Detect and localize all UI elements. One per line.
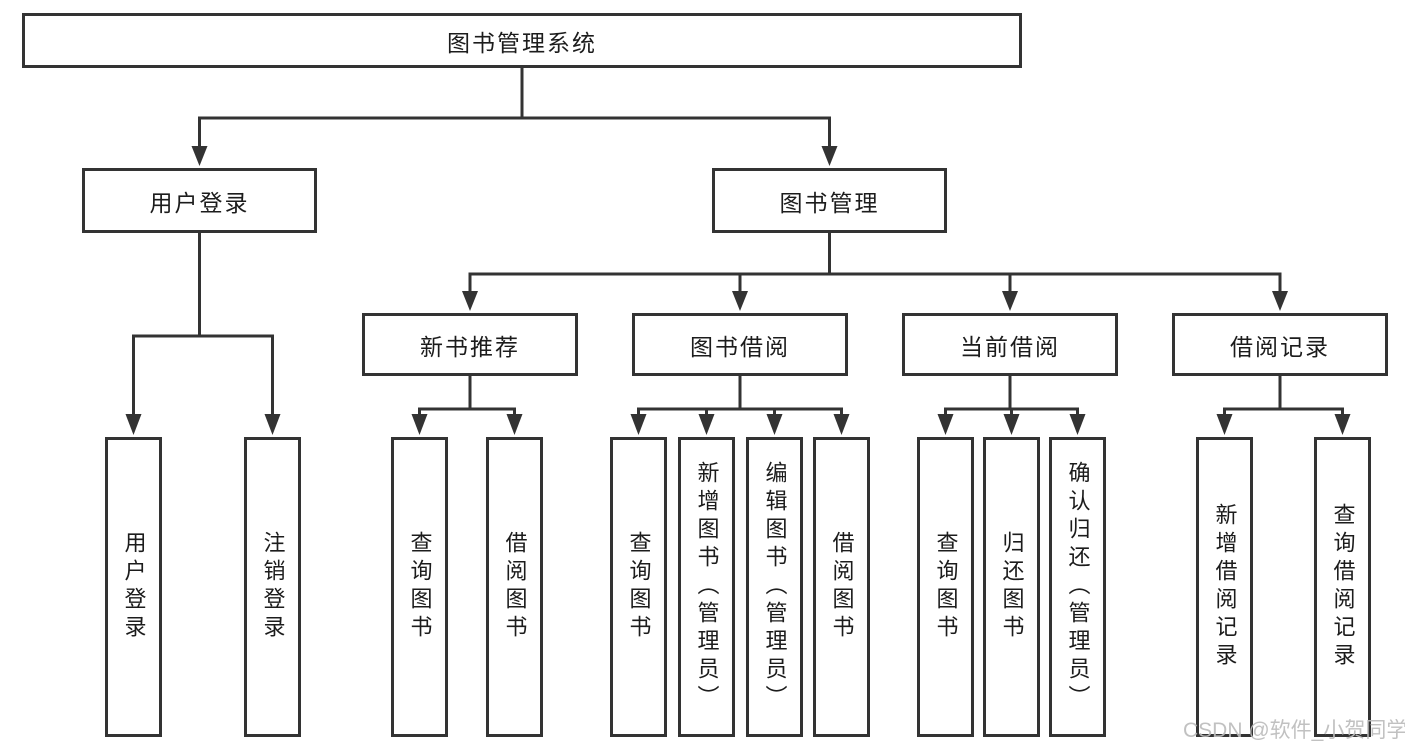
node-new-book-recommend-label: 新书推荐 [420, 333, 520, 360]
node-user-login: 用户登录 [82, 168, 317, 233]
leaf-node-borrow-books-recommend: 借阅图书 [486, 437, 543, 737]
leaf-label: 新增图书（管理员） [694, 461, 720, 713]
leaf-label: 用户登录 [121, 531, 147, 643]
node-user-login-label: 用户登录 [149, 189, 250, 216]
node-root-label: 图书管理系统 [447, 29, 597, 56]
leaf-label: 编辑图书（管理员） [762, 461, 788, 713]
leaf-label: 查询图书 [933, 531, 959, 643]
leaf-label: 归还图书 [999, 531, 1025, 643]
leaf-label: 确认归还（管理员） [1065, 461, 1091, 713]
node-borrow-records: 借阅记录 [1172, 313, 1388, 376]
leaf-label: 借阅图书 [829, 531, 855, 643]
node-book-borrow: 图书借阅 [632, 313, 848, 376]
leaf-label: 借阅图书 [502, 531, 528, 643]
leaf-label: 查询借阅记录 [1330, 503, 1356, 671]
node-borrow-records-label: 借阅记录 [1230, 333, 1330, 360]
node-current-borrow-label: 当前借阅 [960, 333, 1060, 360]
leaf-node-query-borrow-record: 查询借阅记录 [1314, 437, 1371, 737]
leaf-label: 查询图书 [407, 531, 433, 643]
leaf-node-add-borrow-record: 新增借阅记录 [1196, 437, 1253, 737]
node-book-borrow-label: 图书借阅 [690, 333, 790, 360]
leaf-label: 查询图书 [626, 531, 652, 643]
leaf-node-user-login: 用户登录 [105, 437, 162, 737]
leaf-node-return-books: 归还图书 [983, 437, 1040, 737]
watermark: CSDN @软件_小贺同学 [1183, 719, 1405, 742]
leaf-node-query-books-borrow: 查询图书 [610, 437, 667, 737]
node-new-book-recommend: 新书推荐 [362, 313, 578, 376]
leaf-node-add-books-admin: 新增图书（管理员） [678, 437, 735, 737]
node-book-management-label: 图书管理 [779, 189, 880, 216]
leaf-node-query-books-current: 查询图书 [917, 437, 974, 737]
leaf-node-logout: 注销登录 [244, 437, 301, 737]
node-current-borrow: 当前借阅 [902, 313, 1118, 376]
leaf-node-edit-books-admin: 编辑图书（管理员） [746, 437, 803, 737]
leaf-node-borrow-books: 借阅图书 [813, 437, 870, 737]
node-root: 图书管理系统 [22, 13, 1022, 68]
leaf-label: 新增借阅记录 [1212, 503, 1238, 671]
node-book-management: 图书管理 [712, 168, 947, 233]
leaf-node-confirm-return-admin: 确认归还（管理员） [1049, 437, 1106, 737]
leaf-label: 注销登录 [260, 531, 286, 643]
leaf-node-query-books-recommend: 查询图书 [391, 437, 448, 737]
